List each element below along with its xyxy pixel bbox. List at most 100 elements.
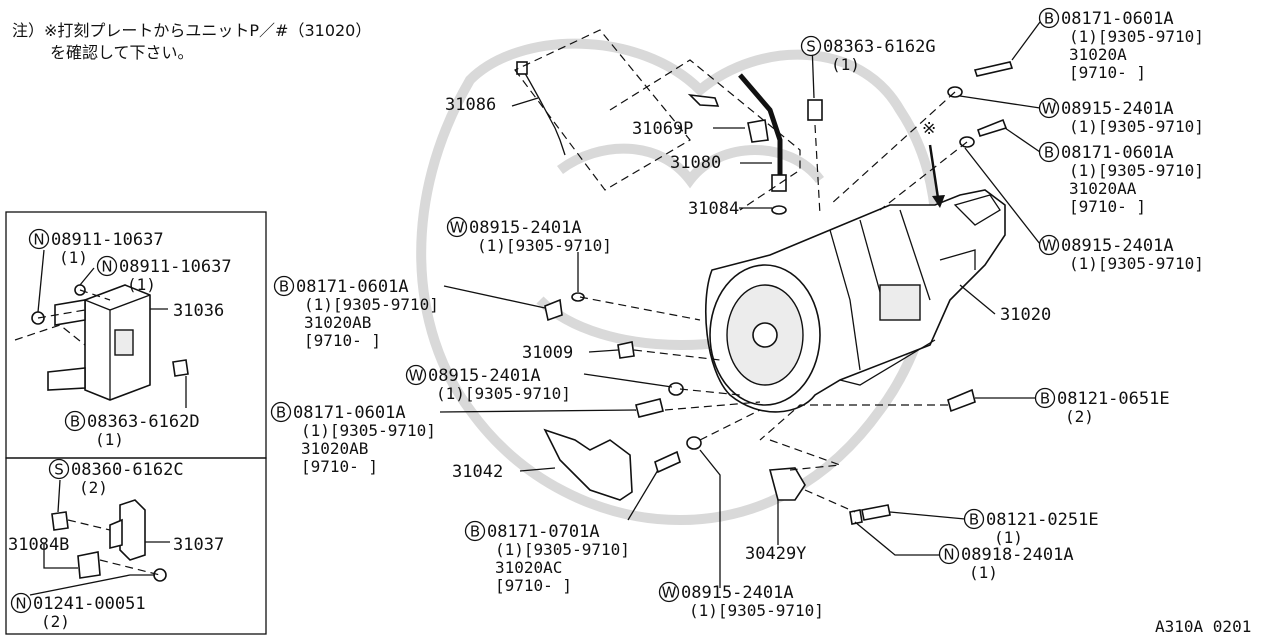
part-detail: (1)[9305-9710] xyxy=(689,601,824,620)
callout-c6: 31084 xyxy=(688,199,739,219)
callout-c4: 31069P xyxy=(632,119,693,139)
part-detail: (1)[9305-9710] xyxy=(304,295,439,314)
part-number: 08171-0701A xyxy=(487,522,600,542)
guide-10 xyxy=(769,439,841,471)
part-detail: (1)[9305-9710] xyxy=(301,421,436,440)
part-number: 08918-2401A xyxy=(961,545,1074,565)
part-number: 31042 xyxy=(452,462,503,482)
bolt-08171-top xyxy=(973,61,1014,77)
cover-31042 xyxy=(543,428,633,501)
callout-prefix-circle xyxy=(48,458,70,480)
guide-6 xyxy=(679,388,741,396)
part-number: 31037 xyxy=(173,535,224,555)
callout-prefix-letter: W xyxy=(1042,237,1057,255)
inset-guide-5 xyxy=(99,559,161,576)
part-detail: (1)[9305-9710] xyxy=(1069,161,1204,180)
note-line-2: を確認して下さい。 xyxy=(50,43,194,62)
callout-c24: N 08911-10637(1) xyxy=(96,255,232,294)
washer-left xyxy=(571,292,585,302)
callout-prefix-letter: W xyxy=(409,367,424,385)
part-number: 08911-10637 xyxy=(119,257,232,277)
part-number: 31020 xyxy=(1000,305,1051,325)
bolt-08360 xyxy=(51,511,69,531)
part-detail: (2) xyxy=(41,612,70,631)
part-number: 08121-0251E xyxy=(986,510,1099,530)
part-number: 31086 xyxy=(445,95,496,115)
guide-3 xyxy=(814,124,821,216)
callout-prefix-letter: W xyxy=(450,219,465,237)
part-number: 08363-6162D xyxy=(87,412,200,432)
callout-prefix-circle xyxy=(10,592,32,614)
marker-arrowhead xyxy=(932,195,945,208)
dipstick-handle xyxy=(516,61,528,75)
part-detail: (1)[9305-9710] xyxy=(1069,117,1204,136)
part-number: 08911-10637 xyxy=(51,230,164,250)
part-detail: (1) xyxy=(127,275,156,294)
callout-prefix-letter: S xyxy=(806,38,816,56)
callout-prefix-circle xyxy=(1038,97,1060,119)
part-number: 31084B xyxy=(8,535,69,555)
callout-prefix-letter: N xyxy=(15,595,26,613)
part-detail: (2) xyxy=(79,478,108,497)
part-detail: (1)[9305-9710] xyxy=(436,384,571,403)
part-number: 30429Y xyxy=(745,544,806,564)
callout-prefix-circle xyxy=(1038,7,1060,29)
bolt-31009 xyxy=(617,341,635,359)
callout-prefix-circle xyxy=(658,581,680,603)
callout-c25: 31036 xyxy=(173,301,224,321)
part-detail: (2) xyxy=(1065,407,1094,426)
guide-9 xyxy=(699,409,761,441)
part-number: 01241-00051 xyxy=(33,594,146,614)
inset-guide-3 xyxy=(14,324,86,346)
part-number: 31009 xyxy=(522,343,573,363)
callout-prefix-circle xyxy=(1034,387,1056,409)
part-number: 08171-0601A xyxy=(1061,9,1174,29)
part-detail: [9710- ] xyxy=(1069,63,1146,82)
callout-prefix-circle xyxy=(96,255,118,277)
callout-c29: 31037 xyxy=(173,535,224,555)
callout-prefix-letter: N xyxy=(101,258,112,276)
part-detail: (1) xyxy=(969,563,998,582)
part-detail: [9710- ] xyxy=(495,576,572,595)
part-detail: (1)[9305-9710] xyxy=(495,540,630,559)
callout-c17: 31042 xyxy=(452,462,503,482)
bolt-08363-top xyxy=(807,99,823,121)
part-number: 08171-0601A xyxy=(296,277,409,297)
part-detail: 31020AB xyxy=(304,313,371,332)
bolt-08171-0701a xyxy=(654,450,681,474)
guide-8 xyxy=(759,404,948,441)
part-detail: (1)[9305-9710] xyxy=(1069,254,1204,273)
bracket-plate xyxy=(747,119,769,143)
guide-7 xyxy=(664,401,761,411)
callout-c30: N 01241-00051(2) xyxy=(10,592,146,631)
part-number: 08363-6162G xyxy=(823,37,936,57)
inset-guide-1 xyxy=(37,309,86,319)
callout-prefix-letter: B xyxy=(279,278,289,296)
part-number: 08915-2401A xyxy=(1061,99,1174,119)
part-number: 31069P xyxy=(632,119,693,139)
o-ring-31084 xyxy=(771,205,787,215)
bracket-31069p xyxy=(687,93,720,107)
leader-lines xyxy=(29,21,1041,596)
part-detail: [9710- ] xyxy=(1069,197,1146,216)
callout-prefix-circle xyxy=(938,543,960,565)
callout-c13: 31009 xyxy=(522,343,573,363)
part-detail: 31020A xyxy=(1069,45,1127,64)
washer-w-lower xyxy=(686,436,702,450)
part-detail: 31020AC xyxy=(495,558,562,577)
callout-prefix-circle xyxy=(405,364,427,386)
sensor-30429y xyxy=(768,467,806,501)
callout-prefix-circle xyxy=(446,216,468,238)
part-number: 08915-2401A xyxy=(469,218,582,238)
part-number: 08915-2401A xyxy=(1061,236,1174,256)
callout-prefix-letter: W xyxy=(1042,100,1057,118)
callout-c28: 31084B xyxy=(8,535,69,555)
